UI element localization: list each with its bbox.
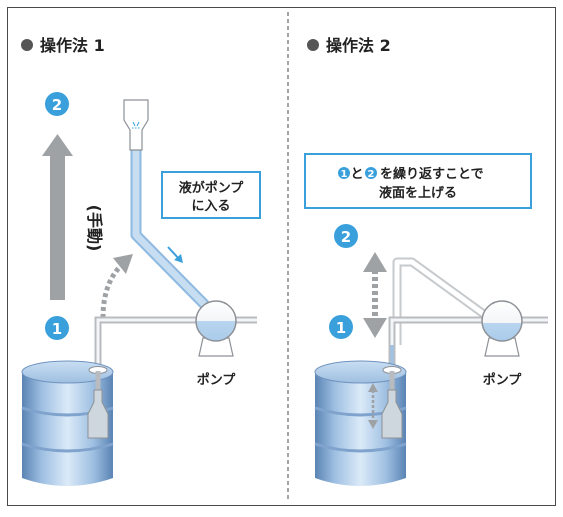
pump-icon	[481, 300, 523, 357]
manual-label: (手動)	[85, 205, 104, 252]
drum-icon	[21, 360, 114, 486]
caption-part-1: と	[350, 167, 363, 182]
priming-tube-outline	[392, 257, 488, 345]
step-badge-2: 2	[45, 92, 69, 116]
svg-text:1: 1	[336, 319, 346, 337]
up-arrow-icon	[42, 134, 73, 300]
note-line-1: 液がポンプ	[179, 180, 245, 196]
pump-label: ポンプ	[197, 372, 237, 388]
double-arrow-icon	[363, 252, 387, 338]
suction-pipe	[388, 316, 548, 372]
caption-line-2: 液面を上げる	[379, 185, 457, 201]
funnel-icon	[123, 99, 149, 151]
caption-badge-2	[365, 167, 377, 179]
drum-icon	[314, 360, 407, 486]
panel-1: 操作法 1 2 1 (手動)	[21, 36, 261, 486]
note-box: 液がポンプ に入る	[161, 171, 261, 219]
note-line-2: に入る	[191, 199, 230, 214]
priming-tube	[130, 145, 209, 309]
step-badge-2: 2	[334, 224, 358, 248]
pump-label: ポンプ	[483, 372, 523, 388]
step-badge-1: 1	[45, 316, 69, 340]
caption-box: 1 と 2 を繰り返すことで 液面を上げる	[304, 153, 532, 209]
flow-arrow-icon	[167, 246, 183, 263]
svg-text:1: 1	[341, 169, 348, 180]
caption-part-2: を繰り返すことで	[380, 166, 484, 182]
step-badge-1: 1	[329, 315, 353, 339]
svg-text:1: 1	[52, 320, 62, 338]
panel-title: 操作法 1	[40, 36, 105, 55]
pump-icon	[195, 300, 237, 357]
svg-text:2: 2	[52, 96, 62, 114]
svg-text:2: 2	[368, 169, 375, 180]
dotted-curve-arrow-icon	[100, 254, 133, 319]
caption-badge-1	[338, 167, 350, 179]
title-bullet-icon	[21, 39, 33, 51]
small-double-arrow-icon	[368, 383, 378, 429]
outer-frame	[7, 7, 556, 506]
suction-pipe	[94, 316, 257, 368]
title-bullet-icon	[307, 39, 319, 51]
panel-2: 操作法 2 1 と 2 を繰り返すことで 液面を上げる 2 1	[304, 36, 548, 486]
svg-text:2: 2	[341, 228, 351, 246]
panel-title: 操作法 2	[326, 36, 391, 55]
